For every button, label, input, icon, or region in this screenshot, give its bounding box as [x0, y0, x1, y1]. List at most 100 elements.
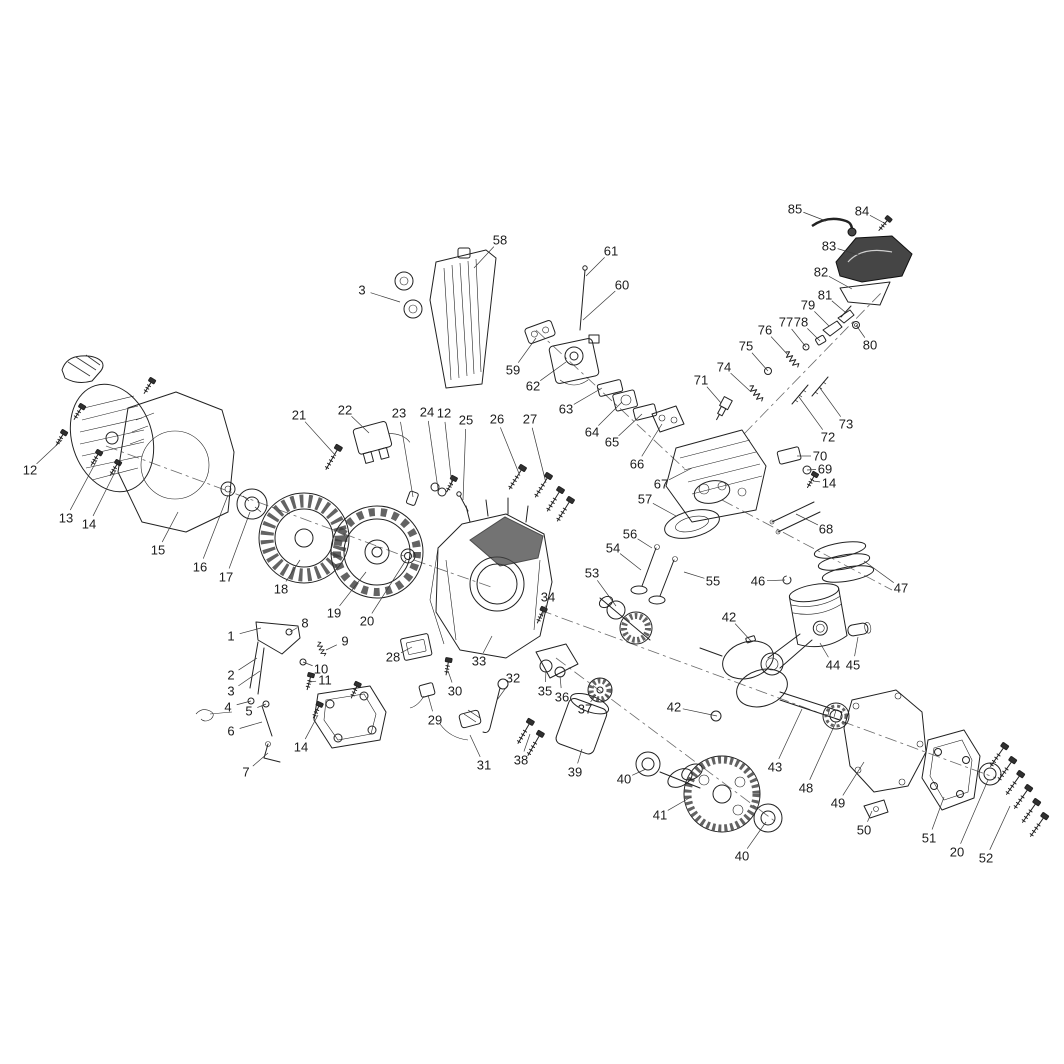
callout-77: 77: [779, 315, 793, 330]
center-lines: [105, 291, 997, 823]
leader-line: [496, 685, 508, 701]
side-cover: [921, 729, 981, 811]
leader-line: [545, 669, 547, 683]
leader-line: [683, 571, 705, 579]
leader-line: [236, 700, 252, 706]
leader-line: [814, 311, 830, 327]
leader-line: [427, 694, 433, 712]
leader-line: [746, 821, 767, 849]
side-bracket: [863, 799, 889, 819]
callout-46: 46: [751, 574, 765, 589]
callout-14: 14: [822, 476, 836, 491]
callout-84: 84: [855, 204, 869, 219]
callout-50: 50: [857, 823, 871, 838]
cap-parts: [394, 271, 423, 319]
leader-line: [619, 553, 642, 571]
callout-11: 11: [318, 673, 332, 688]
callout-21: 21: [292, 408, 306, 423]
callout-64: 64: [585, 425, 599, 440]
callout-12: 12: [437, 406, 451, 421]
callout-12: 12: [23, 463, 37, 478]
starter-bracket: [535, 643, 579, 679]
leader-line: [400, 646, 413, 654]
leader-line: [469, 734, 481, 757]
callout-28: 28: [386, 650, 400, 665]
leader-line: [559, 675, 562, 689]
throttle-linkage: [195, 621, 327, 763]
bearing-large: [753, 803, 783, 833]
shroud-panel: [429, 247, 497, 389]
cover-bolts: [987, 741, 1050, 839]
leader-line: [806, 469, 817, 471]
callout-66: 66: [630, 457, 644, 472]
leader-line: [36, 439, 63, 465]
callout-74: 74: [717, 360, 731, 375]
leader-line: [652, 503, 677, 517]
leader-line: [837, 248, 863, 257]
callout-49: 49: [831, 796, 845, 811]
mount-bracket: [309, 680, 387, 749]
crankcase: [429, 497, 553, 659]
leader-line: [309, 680, 317, 683]
callout-56: 56: [623, 527, 637, 542]
leader-line: [462, 428, 467, 501]
callout-32: 32: [506, 671, 520, 686]
leader-line: [302, 661, 313, 667]
carburetor: [548, 334, 600, 386]
valves: [630, 544, 678, 605]
leader-line: [447, 670, 453, 683]
leader-line: [597, 580, 617, 607]
leader-line: [304, 714, 319, 740]
leader-line: [585, 257, 605, 277]
callout-35: 35: [538, 684, 552, 699]
callout-36: 36: [555, 690, 569, 705]
leader-line: [803, 211, 827, 222]
leader-line: [239, 721, 263, 729]
callout-54: 54: [606, 541, 620, 556]
leader-line: [791, 328, 807, 348]
leader-line: [531, 427, 547, 484]
leader-line: [573, 387, 603, 405]
callout-57: 57: [638, 492, 652, 507]
oil-seal: [978, 762, 1002, 786]
callout-43: 43: [768, 760, 782, 775]
leader-line: [351, 415, 370, 434]
recoil-starter-housing: [69, 383, 155, 493]
leader-line: [92, 469, 117, 517]
piston: [788, 583, 848, 648]
leader-line: [807, 328, 821, 342]
callout-14: 14: [82, 517, 96, 532]
ignition-coil: [352, 421, 411, 464]
leader-line: [400, 421, 414, 498]
callout-61: 61: [604, 244, 618, 259]
flywheel-washer-nut: [400, 548, 416, 564]
leader-line: [989, 805, 1011, 850]
callout-4: 4: [224, 700, 231, 715]
valve-cover: [835, 235, 913, 306]
callout-78: 78: [794, 315, 808, 330]
leader-line: [473, 246, 495, 269]
leader-line: [257, 703, 267, 708]
flywheel-rotor: [330, 505, 424, 599]
leader-line: [809, 721, 837, 780]
leader-line: [500, 427, 521, 477]
callout-42: 42: [667, 700, 681, 715]
callout-16: 16: [193, 560, 207, 575]
valve-train: [747, 305, 860, 535]
leader-line: [252, 752, 269, 767]
leader-line: [734, 623, 752, 642]
callout-68: 68: [819, 522, 833, 537]
callout-63: 63: [559, 402, 573, 417]
callout-3: 3: [358, 283, 365, 298]
leader-line: [482, 635, 493, 654]
governor-gear: [598, 595, 653, 645]
leader-line: [730, 372, 751, 392]
callout-52: 52: [979, 851, 993, 866]
cam-gear: [659, 755, 761, 833]
callout-20: 20: [360, 614, 374, 629]
leader-line: [239, 627, 262, 635]
oil-sensor: [409, 682, 436, 709]
callout-60: 60: [615, 278, 629, 293]
callout-37: 37: [578, 702, 592, 717]
callout-40: 40: [617, 772, 631, 787]
